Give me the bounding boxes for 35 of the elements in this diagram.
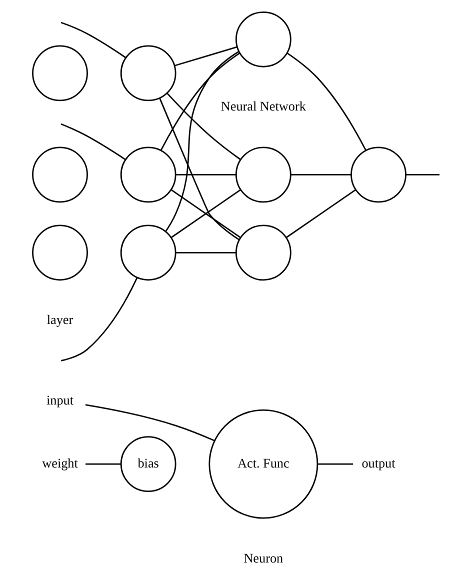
- connector: [166, 92, 241, 160]
- node-circle: [32, 146, 88, 203]
- node-circle: [120, 45, 176, 102]
- connector: [165, 50, 240, 232]
- connector: [160, 52, 240, 151]
- connector: [85, 463, 121, 465]
- node-text: output: [362, 456, 396, 471]
- label: Neuron: [244, 550, 284, 566]
- node-circle: [235, 11, 292, 68]
- node-text: weight: [42, 456, 78, 471]
- connector: [176, 252, 236, 254]
- connector: [318, 463, 354, 465]
- node-circle: Act. Func: [208, 409, 318, 519]
- connector: [60, 278, 138, 362]
- node-circle: [32, 224, 88, 281]
- connector: [286, 189, 356, 238]
- node-circle: bias: [120, 436, 176, 492]
- node-circle: [235, 146, 292, 203]
- connector: [60, 123, 126, 160]
- node-circle: [120, 146, 176, 203]
- node-circle: [235, 224, 292, 281]
- connector: [286, 52, 366, 151]
- label: layer: [46, 312, 74, 327]
- node-text: input: [46, 392, 74, 408]
- connector: [290, 174, 352, 176]
- node-circle: [350, 146, 406, 203]
- connector: [174, 46, 238, 66]
- node-circle: [32, 45, 88, 102]
- connector: [85, 404, 215, 442]
- connector: [176, 174, 236, 176]
- node-circle: [120, 224, 176, 281]
- label: Neural Network: [220, 98, 306, 114]
- connector: [406, 174, 440, 176]
- connector: [159, 98, 240, 240]
- connector: [60, 22, 126, 58]
